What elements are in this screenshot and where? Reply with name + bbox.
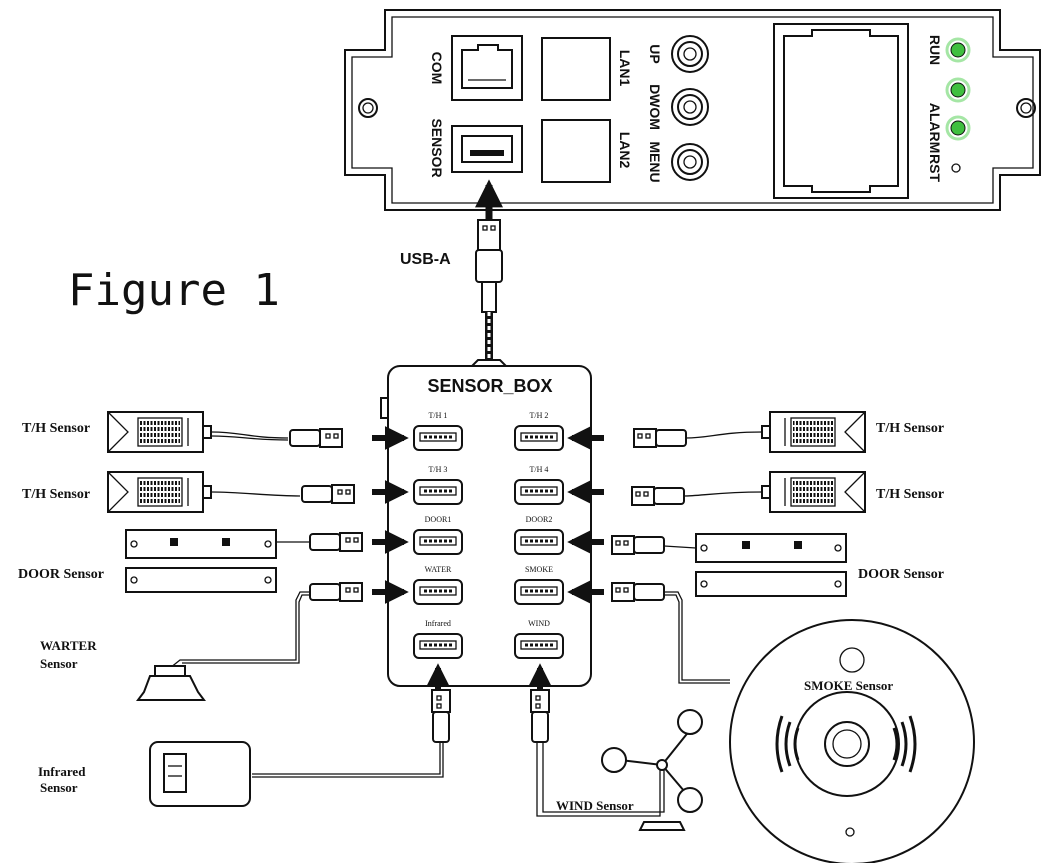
wind-sensor xyxy=(530,689,703,831)
com-label: COM xyxy=(429,52,445,85)
figure-title: Figure 1 xyxy=(68,265,280,316)
up-button[interactable] xyxy=(671,35,709,73)
infrared-sensor-label-1: Infrared xyxy=(38,764,86,779)
sensor-usb-port[interactable] xyxy=(451,125,523,173)
smoke-sensor xyxy=(611,582,975,863)
th-sensor-right-1 xyxy=(633,410,867,454)
usb-a-label: USB-A xyxy=(400,251,451,268)
menu-button[interactable] xyxy=(671,143,709,181)
door-sensor-right xyxy=(611,533,847,597)
display-screen xyxy=(773,23,909,199)
port-smoke-label: SMOKE xyxy=(525,565,553,574)
wind-sensor-label: WIND Sensor xyxy=(556,798,634,813)
alarm-led xyxy=(950,120,966,136)
port-door2[interactable] xyxy=(513,528,565,556)
water-sensor xyxy=(136,582,363,701)
port-th2[interactable] xyxy=(513,424,565,452)
port-th2-label: T/H 2 xyxy=(530,411,549,420)
port-smoke[interactable] xyxy=(513,578,565,606)
up-label: UP xyxy=(647,44,663,63)
th-sensor-left-1-label: T/H Sensor xyxy=(22,421,90,436)
reset-hole[interactable] xyxy=(951,163,961,173)
port-th4[interactable] xyxy=(513,478,565,506)
infrared-sensor-label-2: Sensor xyxy=(40,780,78,795)
sensor-box: SENSOR_BOX T/H 1 T/H 2 T/H 3 T/H 4 DOOR1… xyxy=(380,365,592,687)
port-wind-label: WIND xyxy=(528,619,550,628)
th-sensor-left-2 xyxy=(106,470,355,514)
port-water[interactable] xyxy=(412,578,464,606)
port-door2-label: DOOR2 xyxy=(526,515,553,524)
door-sensor-left xyxy=(125,529,363,593)
alarm-label: ALARM xyxy=(927,103,943,154)
infrared-sensor xyxy=(149,689,451,807)
status-led xyxy=(950,82,966,98)
usb-cable xyxy=(467,179,511,369)
door-sensor-right-label: DOOR Sensor xyxy=(858,567,944,582)
door-sensor-left-label: DOOR Sensor xyxy=(18,567,104,582)
port-infrared-label: Infrared xyxy=(425,619,451,628)
down-label: DWOM xyxy=(647,84,663,130)
port-th1-label: T/H 1 xyxy=(429,411,448,420)
port-wind[interactable] xyxy=(513,632,565,660)
lan2-label: LAN2 xyxy=(617,132,633,169)
port-th1[interactable] xyxy=(412,424,464,452)
port-door1-label: DOOR1 xyxy=(425,515,452,524)
th-sensor-left-1 xyxy=(106,410,343,454)
down-button[interactable] xyxy=(671,88,709,126)
port-th4-label: T/H 4 xyxy=(530,465,549,474)
port-water-label: WATER xyxy=(425,565,452,574)
smoke-sensor-label: SMOKE Sensor xyxy=(804,678,893,693)
th-sensor-left-2-label: T/H Sensor xyxy=(22,487,90,502)
lan2-port[interactable] xyxy=(541,119,611,183)
th-sensor-right-1-label: T/H Sensor xyxy=(876,421,944,436)
menu-label: MENU xyxy=(647,141,663,182)
port-th3[interactable] xyxy=(412,478,464,506)
water-sensor-label-2: Sensor xyxy=(40,656,78,671)
rst-label: RST xyxy=(927,154,943,182)
run-led xyxy=(950,42,966,58)
lan1-port[interactable] xyxy=(541,37,611,101)
com-port[interactable] xyxy=(451,35,523,101)
port-door1[interactable] xyxy=(412,528,464,556)
lan1-label: LAN1 xyxy=(617,50,633,87)
sensor-box-title: SENSOR_BOX xyxy=(427,376,552,396)
port-th3-label: T/H 3 xyxy=(429,465,448,474)
water-sensor-label-1: WARTER xyxy=(40,638,97,653)
run-label: RUN xyxy=(927,35,943,65)
controller-device: COM SENSOR LAN1 LAN2 UP DWOM MENU RUN AL… xyxy=(344,9,1041,211)
th-sensor-right-2 xyxy=(631,470,867,514)
sensor-port-label: SENSOR xyxy=(429,118,445,177)
port-infrared[interactable] xyxy=(412,632,464,660)
th-sensor-right-2-label: T/H Sensor xyxy=(876,487,944,502)
